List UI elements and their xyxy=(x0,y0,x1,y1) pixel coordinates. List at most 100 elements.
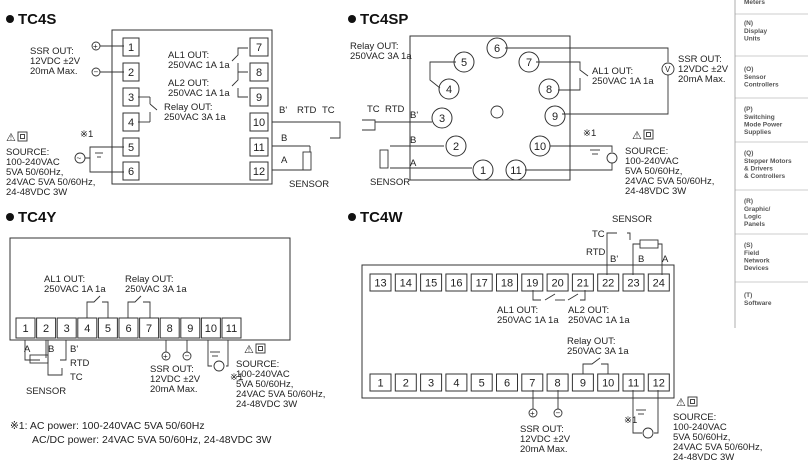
label-line: 20mA Max. xyxy=(520,444,568,455)
sidebar-item-label: Logic xyxy=(744,214,762,221)
terminal-number: 11 xyxy=(628,378,639,390)
terminal-number: 16 xyxy=(450,278,462,290)
terminal: 8 xyxy=(546,373,569,392)
label-sensor: SENSOR xyxy=(289,179,329,190)
pin-number: 1 xyxy=(480,165,486,177)
sidebar-item-label: Graphic/ xyxy=(744,206,771,213)
label-line: 5VA 50/60Hz, xyxy=(625,166,682,177)
terminal: 22 xyxy=(597,273,620,292)
pin-number: 3 xyxy=(439,113,445,125)
label-line: 5VA 50/60Hz, xyxy=(6,167,63,178)
terminal: 10 xyxy=(249,112,269,132)
label-line: 250VAC 1A 1a xyxy=(168,88,230,99)
label-line: AL1 OUT: xyxy=(168,50,209,61)
label-line: 100-240VAC xyxy=(673,422,727,433)
terminal-number: 14 xyxy=(400,278,412,290)
footnote-line1: ※1: AC power: 100-240VAC 5VA 50/60Hz xyxy=(10,420,205,432)
label-line: 250VAC 1A 1a xyxy=(592,76,654,87)
terminal: 15 xyxy=(420,273,443,292)
label-line: AL2 OUT: xyxy=(168,78,209,89)
terminal: 24 xyxy=(647,273,670,292)
terminal-number: 6 xyxy=(125,323,131,335)
label-rtd: RTD xyxy=(385,104,404,115)
terminal-number: 17 xyxy=(476,278,488,290)
sidebar-item-label: Sensor xyxy=(744,74,767,81)
terminal: 11 xyxy=(221,317,242,339)
terminal-number: 6 xyxy=(504,378,510,390)
terminal: 1 xyxy=(15,317,36,339)
sidebar-item[interactable]: (T)Software xyxy=(744,292,772,307)
label-line: SOURCE: xyxy=(236,359,279,370)
ac-source-icon xyxy=(642,427,654,439)
label-line: 250VAC 1A 1a xyxy=(568,315,630,326)
terminal: 16 xyxy=(445,273,468,292)
terminal-number: 5 xyxy=(105,323,111,335)
terminal-number: 10 xyxy=(253,117,265,129)
terminal: 7 xyxy=(521,373,544,392)
label-sensor: SENSOR xyxy=(612,214,652,225)
terminal: 6 xyxy=(122,161,140,181)
label-line: 100-240VAC xyxy=(6,157,60,168)
sidebar-item[interactable]: (Q)Stepper Motors& Drivers& Controllers xyxy=(744,150,792,180)
sidebar-item-label: Display xyxy=(744,28,768,35)
plus-icon: + xyxy=(530,409,535,418)
sidebar-item[interactable]: Meters xyxy=(744,0,765,6)
label-line: 20mA Max. xyxy=(678,74,726,85)
pin: 6 xyxy=(486,37,508,59)
terminal-number: 24 xyxy=(653,278,665,290)
terminal: 4 xyxy=(77,317,98,339)
terminal: 4 xyxy=(445,373,468,392)
pin: 11 xyxy=(505,159,527,181)
section-title: TC4W xyxy=(360,209,403,226)
label-a: A xyxy=(662,254,669,265)
terminal-number: 20 xyxy=(551,278,563,290)
key-hole-icon xyxy=(490,105,504,119)
warning-icon: ⚠ xyxy=(632,130,642,142)
sidebar-item-label: Stepper Motors xyxy=(744,158,792,165)
label-rtd: RTD xyxy=(297,105,316,116)
terminal-number: 13 xyxy=(374,278,386,290)
note-mark: ※1 xyxy=(80,129,93,140)
terminal-number: 2 xyxy=(403,378,409,390)
label-tc: TC xyxy=(70,372,83,383)
rtd-sensor-icon xyxy=(379,149,389,169)
label-line: SSR OUT: xyxy=(520,424,564,435)
pin-number: 11 xyxy=(510,165,521,177)
terminal-number: 9 xyxy=(256,92,262,104)
label-line: SOURCE: xyxy=(6,147,49,158)
terminal: 23 xyxy=(622,273,645,292)
terminal: 2 xyxy=(36,317,57,339)
terminal: 7 xyxy=(249,37,269,57)
terminal: 3 xyxy=(420,373,443,392)
label-line: 20mA Max. xyxy=(150,384,198,395)
sidebar-item-code: (O) xyxy=(744,66,753,73)
section-bullet xyxy=(6,213,14,221)
terminal: 13 xyxy=(369,273,392,292)
sidebar-item-code: (S) xyxy=(744,242,753,249)
terminal: 11 xyxy=(622,373,645,392)
terminal: 14 xyxy=(394,273,417,292)
label-b: B xyxy=(281,133,287,144)
pin: 9 xyxy=(544,105,566,127)
label-a: A xyxy=(410,158,417,169)
label-a: A xyxy=(281,155,288,166)
section-title: TC4SP xyxy=(360,11,408,28)
terminal: 1 xyxy=(369,373,392,392)
terminal: 10 xyxy=(200,317,221,339)
label-line: SOURCE: xyxy=(673,412,716,423)
terminal-number: 19 xyxy=(526,278,538,290)
sidebar-item-code: (P) xyxy=(744,106,753,113)
sidebar-item-label: Mode Power xyxy=(744,122,783,129)
terminal-number: 7 xyxy=(146,323,152,335)
terminal: 18 xyxy=(496,273,518,292)
